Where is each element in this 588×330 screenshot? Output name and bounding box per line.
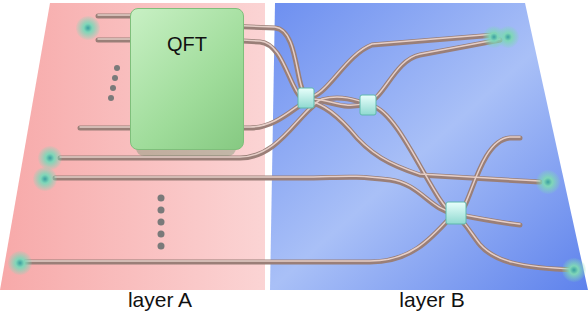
layer-a-region <box>0 3 265 290</box>
waveguides <box>25 15 575 270</box>
layer-label: layer A <box>128 288 192 312</box>
qft-block: QFT <box>130 8 244 150</box>
layer-b-region <box>270 3 588 290</box>
photons <box>8 16 586 282</box>
layer-label: layer B <box>399 288 464 312</box>
couplers <box>298 88 466 224</box>
block-label: QFT <box>131 33 243 56</box>
